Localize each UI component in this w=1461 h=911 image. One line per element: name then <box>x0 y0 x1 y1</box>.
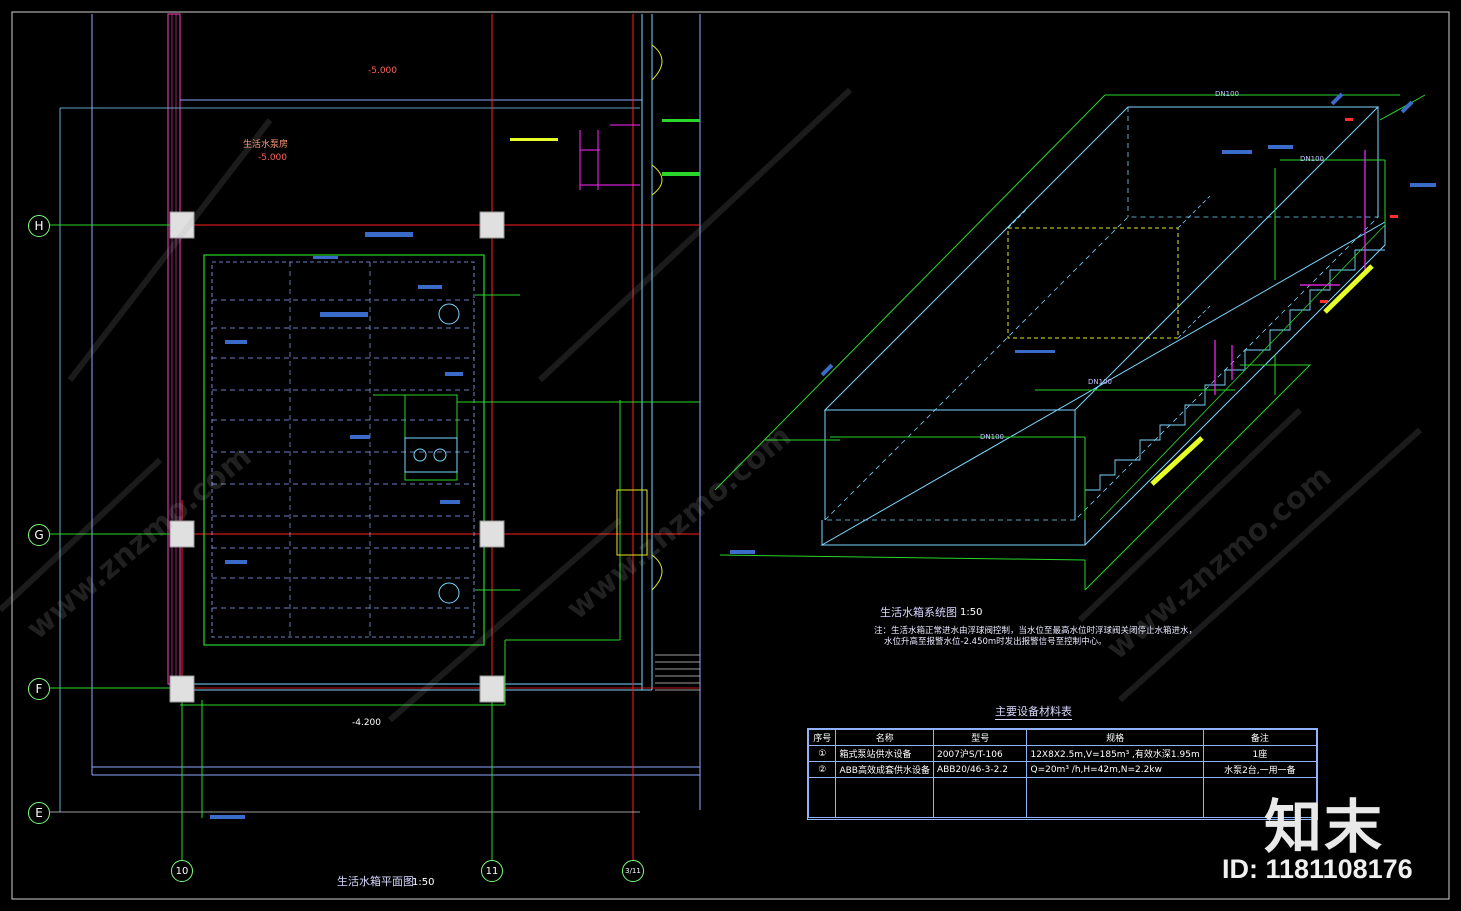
table-cell: ABB高效成套供水设备 <box>835 761 934 778</box>
iso-scale: 1:50 <box>960 607 983 618</box>
axis-bubble-g: G <box>28 524 50 546</box>
watermark-logo: 知末 <box>1264 793 1385 861</box>
materials-title: 主要设备材料表 <box>995 705 1072 720</box>
drawing-frame <box>11 11 1450 900</box>
plan-scale: 1:50 <box>412 877 435 888</box>
iso-pipe-label: DN100 <box>1215 90 1239 98</box>
plan-room-label: 生活水泵房 <box>243 140 289 150</box>
axis-bubble-h: H <box>28 215 50 237</box>
watermark-id: ID: 1181108176 <box>1222 854 1413 884</box>
table-cell: 水泵2台,一用一备 <box>1202 761 1318 778</box>
table-cell: 箱式泵站供水设备 <box>835 745 934 762</box>
table-header-cell: 规格 <box>1026 729 1204 746</box>
iso-note-line-1: 注：生活水箱正常进水由浮球阀控制，当水位至最高水位时浮球阀关闭停止水箱进水， <box>874 626 1198 636</box>
table-header-row: 序号 名称 型号 规格 备注 <box>807 729 1318 746</box>
table-row: ② ABB高效成套供水设备 ABB20/46-3-2.2 Q=20m³ /h,H… <box>807 761 1318 778</box>
iso-pipe-label: DN100 <box>980 433 1004 441</box>
watermark-pattern <box>0 87 1423 723</box>
plan-view <box>50 13 701 860</box>
axis-bubble-3-11: 3/11 <box>622 860 644 882</box>
plan-elev-bottom: -4.200 <box>352 718 382 728</box>
plan-elev-room: -5.000 <box>258 153 288 163</box>
table-row <box>807 777 1318 818</box>
table-header-cell: 序号 <box>807 729 837 746</box>
axis-bubble-11: 11 <box>481 860 503 882</box>
table-cell: ② <box>807 761 837 778</box>
axis-bubble-10: 10 <box>171 860 193 882</box>
iso-pipe-label: DN100 <box>1088 378 1112 386</box>
water-tank-plan <box>203 254 485 646</box>
axis-bubble-f: F <box>28 678 50 700</box>
plan-title: 生活水箱平面图 <box>337 875 414 888</box>
plan-elev-top: -5.000 <box>368 66 398 76</box>
table-cell: Q=20m³ /h,H=42m,N=2.2kw <box>1026 761 1204 778</box>
materials-table: 序号 名称 型号 规格 备注 ① 箱式泵站供水设备 2007沪S/T-106 1… <box>807 728 1318 820</box>
table-cell: 12X8X2.5m,V=185m³ ,有效水深1.95m <box>1026 745 1204 762</box>
table-header-cell: 名称 <box>835 729 934 746</box>
table-cell: 2007沪S/T-106 <box>932 745 1028 762</box>
isometric-view <box>714 92 1436 591</box>
table-header-cell: 备注 <box>1202 729 1318 746</box>
axis-bubble-e: E <box>28 802 50 824</box>
table-cell: ① <box>807 745 837 762</box>
iso-pipe-label: DN100 <box>1300 155 1324 163</box>
table-cell: 1座 <box>1202 745 1318 762</box>
iso-note-line-2: 水位升高至报警水位-2.450m时发出报警信号至控制中心。 <box>884 637 1107 647</box>
table-header-cell: 型号 <box>932 729 1028 746</box>
table-row: ① 箱式泵站供水设备 2007沪S/T-106 12X8X2.5m,V=185m… <box>807 745 1318 762</box>
table-cell: ABB20/46-3-2.2 <box>932 761 1028 778</box>
iso-title: 生活水箱系统图 <box>880 606 957 619</box>
